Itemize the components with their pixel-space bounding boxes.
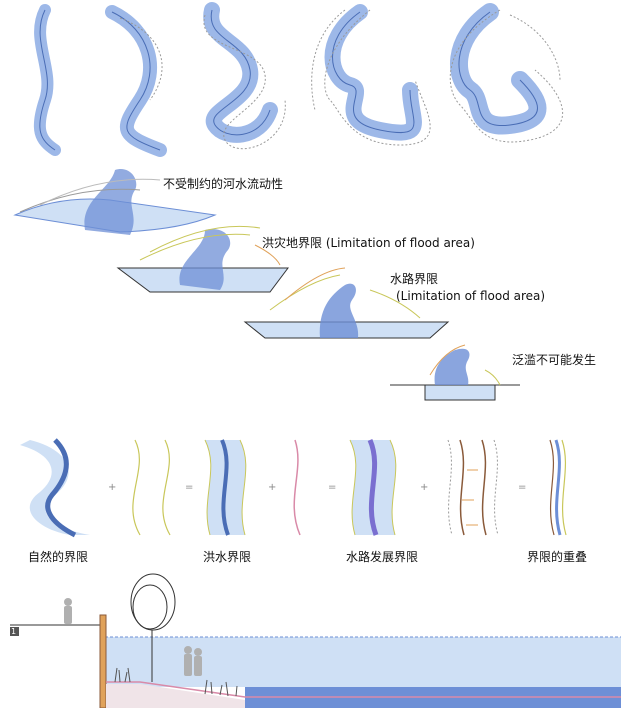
stage-free-flow <box>13 169 217 235</box>
label-no-overflow: 泛滥不可能发生 <box>512 353 597 367</box>
label-natural-boundary: 自然的界限 <box>28 550 89 564</box>
operator-equals-1: = <box>185 482 194 493</box>
label-overlap-boundary: 界限的重叠 <box>527 550 588 564</box>
operator-plus-2: + <box>268 482 277 493</box>
label-waterway-boundary: 水路发展界限 <box>346 550 419 564</box>
label-water-limit-title: 水路界限 <box>390 272 439 286</box>
meander-stage-4 <box>311 4 431 146</box>
pink-boundary-line <box>293 439 301 536</box>
section-marker-box <box>10 627 19 636</box>
natural-boundary-shape <box>20 438 90 538</box>
person-silhouette <box>64 598 72 624</box>
operator-plus-3: + <box>420 482 429 493</box>
tree-crown <box>130 573 176 631</box>
waterway-development-lines <box>447 439 499 536</box>
combined-boundary-2 <box>349 439 397 536</box>
water-surface <box>105 637 621 687</box>
section-marker-label: 1 <box>11 627 17 636</box>
meander-stage-2 <box>105 5 167 157</box>
retaining-wall <box>99 614 107 708</box>
meander-evolution-row <box>0 0 621 157</box>
vegetation <box>114 667 238 697</box>
riverbank-section: 1 <box>0 573 621 708</box>
label-flood-boundary: 洪水界限 <box>203 550 252 564</box>
combined-boundary-1 <box>204 439 247 536</box>
label-free-flow: 不受制约的河水流动性 <box>163 177 284 191</box>
boundary-svg <box>20 438 567 538</box>
boundary-equation-row: + = + = + = 自然的界限 洪水界限 水路发展界限 界限的重叠 <box>0 430 621 580</box>
operator-equals-2: = <box>328 482 337 493</box>
section-svg <box>10 573 621 708</box>
label-water-limit-sub: (Limitation of flood area) <box>396 289 546 303</box>
flow-limitation-stages: 不受制约的河水流动性 洪灾地界限 (Limitation of flood ar… <box>0 160 621 415</box>
flood-boundary-lines <box>132 439 171 536</box>
meander-stage-1 <box>33 4 61 156</box>
meander-stage-5 <box>449 3 563 143</box>
meander-stage-3 <box>203 2 286 150</box>
people-lower <box>184 646 202 676</box>
operator-equals-3: = <box>518 482 527 493</box>
operator-plus-1: + <box>108 482 117 493</box>
flow-stages-svg <box>13 169 520 401</box>
stage-water-limit <box>243 267 450 339</box>
label-flood-limit: 洪灾地界限 (Limitation of flood area) <box>262 236 475 250</box>
overlap-boundary-shape <box>549 439 567 536</box>
meander-evolution-svg <box>33 2 563 157</box>
stage-flood-limit <box>116 225 289 293</box>
stage-no-overflow <box>390 344 520 401</box>
